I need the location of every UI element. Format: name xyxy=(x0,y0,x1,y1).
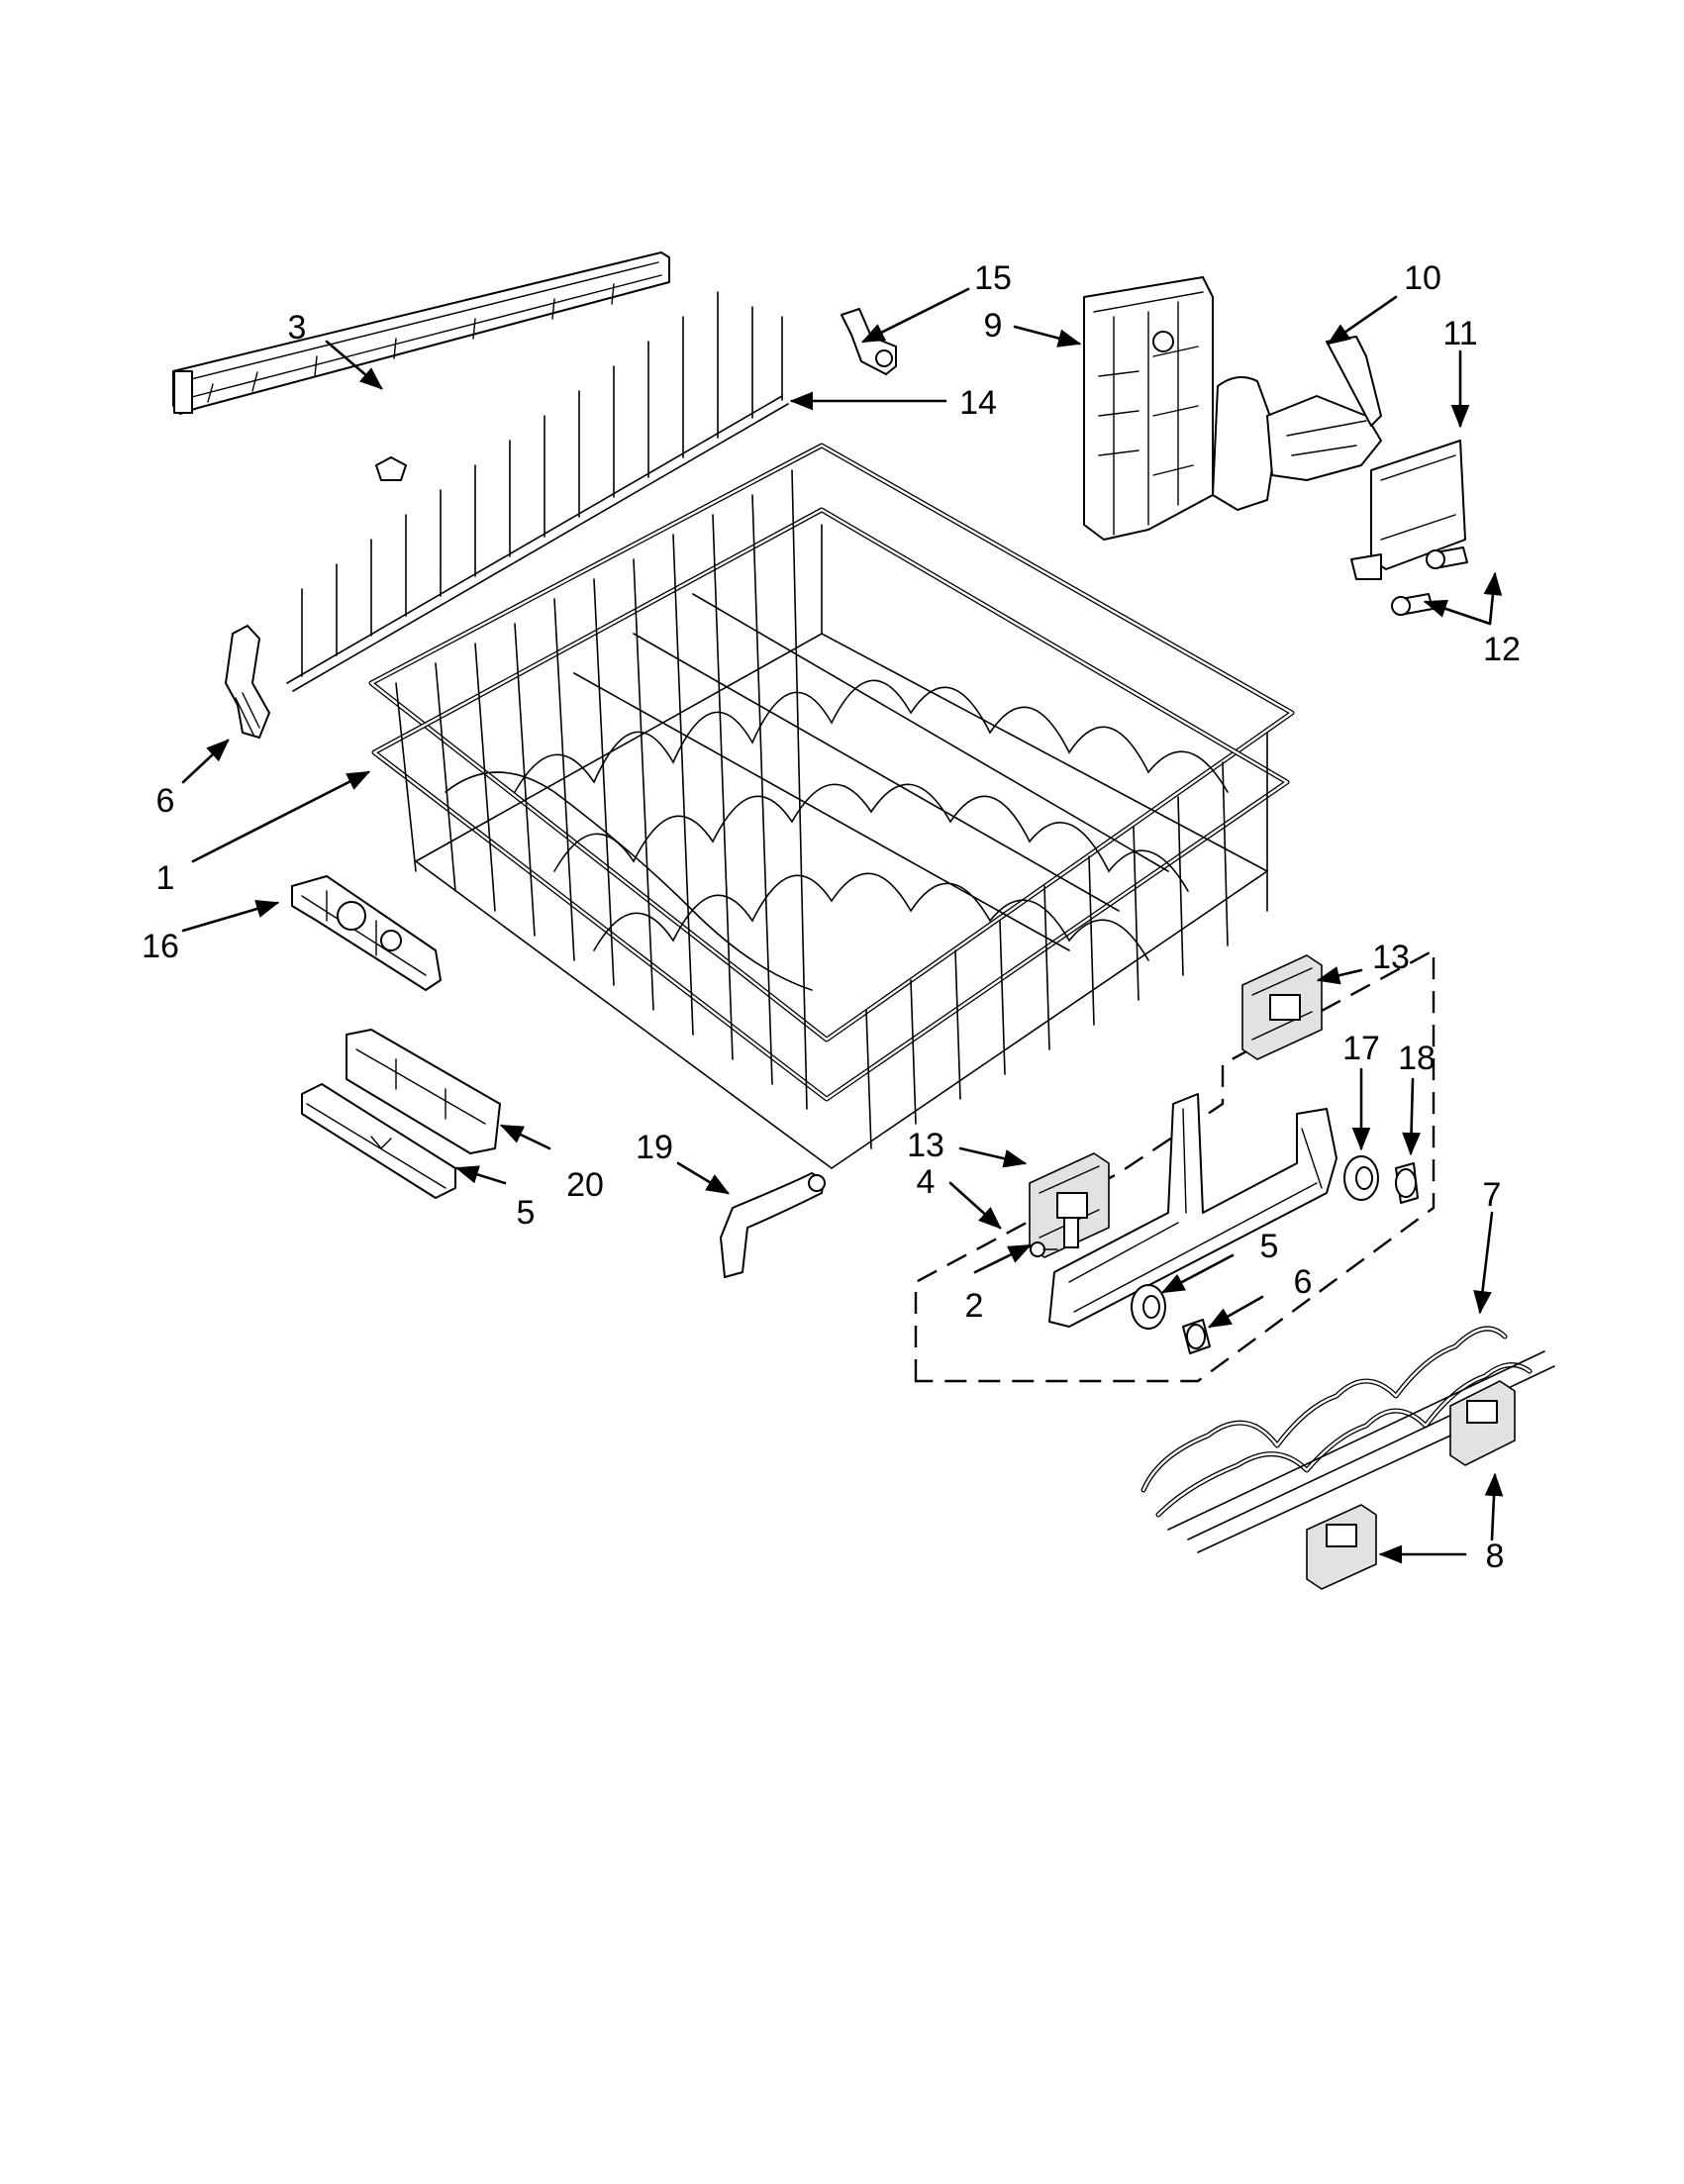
part-13-clip-upper xyxy=(1241,954,1323,1060)
callout-13-lower: 13 xyxy=(907,1127,944,1164)
part-13-clip-lower xyxy=(1029,1152,1110,1258)
callout-18: 18 xyxy=(1398,1040,1436,1077)
part-11-cover-plate xyxy=(1350,440,1466,580)
callout-2: 2 xyxy=(965,1287,984,1325)
callout-3: 3 xyxy=(288,309,307,347)
part-6-latch-left xyxy=(225,625,270,739)
part-2-screw xyxy=(1030,1241,1058,1257)
callout-4: 4 xyxy=(917,1163,936,1201)
callout-1: 1 xyxy=(156,859,175,897)
callout-15: 15 xyxy=(974,259,1012,297)
part-6-axle xyxy=(1182,1319,1211,1354)
callout-5-right: 5 xyxy=(1260,1228,1279,1265)
part-16-adjuster-block xyxy=(291,875,442,991)
part-7-wire-insert xyxy=(1140,1326,1555,1553)
part-12-screws xyxy=(1391,546,1468,616)
part-20-handle-base xyxy=(346,1029,501,1154)
part-5-wheel xyxy=(1131,1284,1166,1330)
part-1-upper-rack xyxy=(368,443,1295,1169)
callout-9: 9 xyxy=(984,307,1003,345)
callout-19: 19 xyxy=(636,1129,673,1166)
callout-6-left: 6 xyxy=(156,782,175,820)
callout-12: 12 xyxy=(1483,631,1521,668)
part-9-adjuster-housing xyxy=(1083,276,1214,541)
assembly-4-group-box xyxy=(914,947,1436,1383)
callout-17: 17 xyxy=(1342,1030,1380,1067)
callout-13-upper: 13 xyxy=(1372,939,1410,976)
callout-6-right: 6 xyxy=(1294,1263,1313,1301)
callout-14: 14 xyxy=(959,384,997,422)
part-14-tine-row xyxy=(286,291,789,692)
callout-11: 11 xyxy=(1442,315,1477,352)
callout-labels: 3 9 15 14 10 11 12 6 1 16 20 5 19 13 13 … xyxy=(142,259,1521,1575)
callout-7: 7 xyxy=(1483,1176,1502,1214)
part-19-lever xyxy=(720,1172,826,1278)
callout-5-left: 5 xyxy=(517,1194,536,1232)
callout-8: 8 xyxy=(1486,1538,1505,1575)
part-18-axle xyxy=(1395,1162,1419,1204)
part-3-rack-rail xyxy=(172,251,670,481)
part-4-bracket xyxy=(1048,1093,1337,1328)
callout-16: 16 xyxy=(142,928,179,965)
part-8-clips xyxy=(1306,1380,1516,1590)
callout-10: 10 xyxy=(1404,259,1441,297)
part-17-wheel xyxy=(1343,1155,1379,1201)
leader-lines xyxy=(181,287,1504,1564)
part-5-handle xyxy=(301,1083,456,1199)
part-15-clip xyxy=(841,308,897,375)
part-10-adjuster-lever xyxy=(1212,336,1382,511)
callout-20: 20 xyxy=(566,1166,604,1204)
